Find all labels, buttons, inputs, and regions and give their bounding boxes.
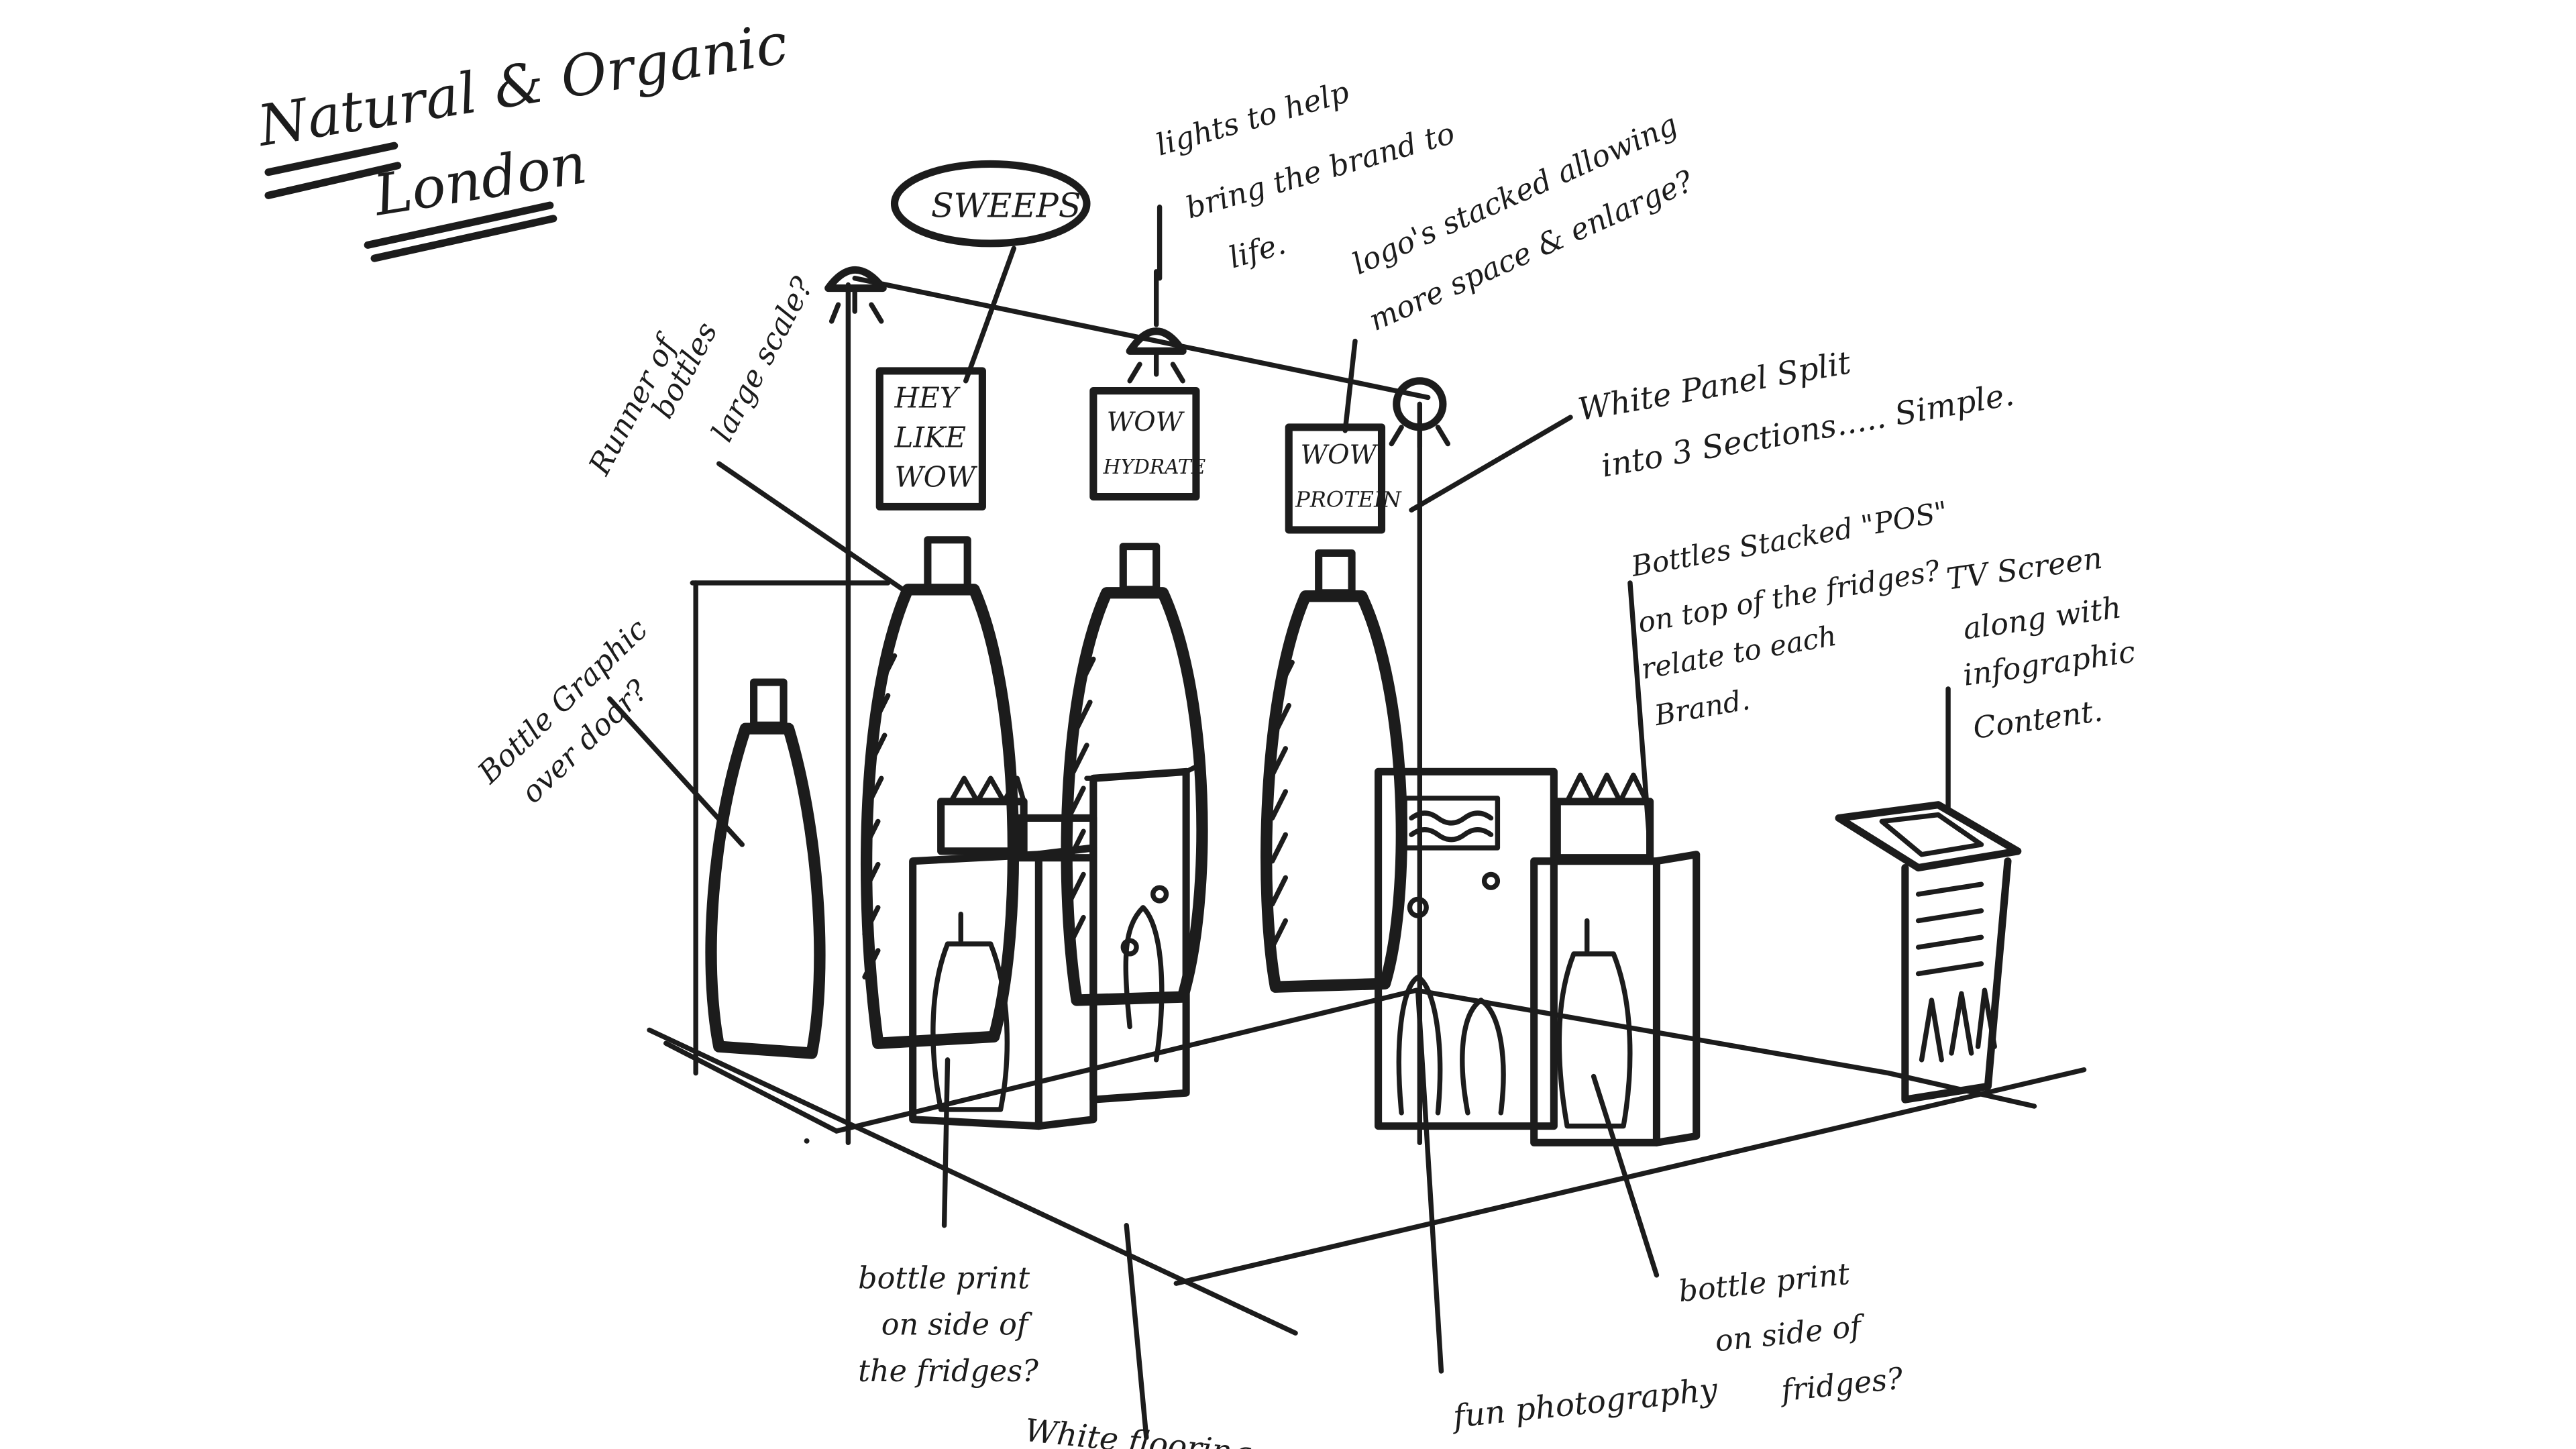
sign1-line1: HEY xyxy=(894,381,961,414)
pen-dot xyxy=(804,1138,810,1144)
sign3-line1: WOW xyxy=(1301,439,1379,470)
sign-wow-protein: WOW PROTEIN xyxy=(1285,423,1402,534)
door-bottle-graphic xyxy=(705,678,826,1059)
sweeps-label: SWEEPS xyxy=(931,186,1081,225)
fridge-left xyxy=(909,775,1097,1130)
sign3-line2: PROTEIN xyxy=(1295,486,1402,512)
title-underline-3 xyxy=(364,201,554,249)
annotation-sweeps: SWEEPS xyxy=(890,160,1091,248)
sign1-line3: WOW xyxy=(895,461,978,494)
sign2-line1: WOW xyxy=(1107,407,1185,437)
sign2-line2: HYDRATE xyxy=(1103,455,1206,478)
sign-wow-hydrate: WOW HYDRATE xyxy=(1089,387,1206,501)
sign1-line2: LIKE xyxy=(894,421,966,454)
leader-lines xyxy=(607,204,1951,1440)
spotlight-center xyxy=(1126,269,1187,384)
svg-text:bottle print: bottle print xyxy=(858,1262,1030,1296)
annotation-print-left: bottle print on side of the fridges? xyxy=(858,1262,1039,1389)
sign-hey-like-wow: HEY LIKE WOW xyxy=(875,367,986,511)
title-underline-2 xyxy=(264,162,402,199)
wall-bottle-3 xyxy=(1260,549,1407,993)
wall-bottle-1 xyxy=(860,536,1020,1049)
title-underline-4 xyxy=(370,215,557,262)
svg-text:on side of: on side of xyxy=(881,1308,1033,1342)
spotlight-right xyxy=(1389,377,1451,450)
spotlight-left xyxy=(824,266,887,324)
title-underline-1 xyxy=(264,142,398,176)
svg-text:the fridges?: the fridges? xyxy=(858,1354,1039,1389)
fridge-left-2 xyxy=(1013,762,1202,1104)
tv-kiosk xyxy=(1835,801,2022,1104)
fridge-right-photo xyxy=(1375,767,1558,1130)
